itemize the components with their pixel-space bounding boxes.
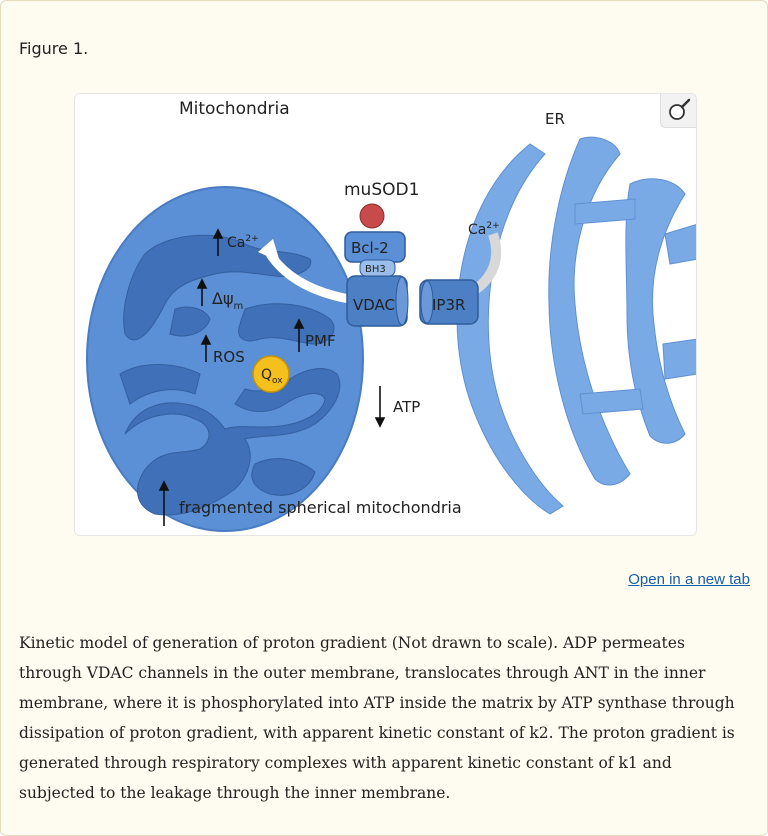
label-ca-er: Ca2+ xyxy=(468,221,500,238)
label-musod1: muSOD1 xyxy=(344,180,419,200)
bh3-box xyxy=(359,259,396,277)
label-atp: ATP xyxy=(393,398,420,416)
label-bh3: BH3 xyxy=(365,264,386,275)
label-vdac: VDAC xyxy=(353,296,395,314)
label-bcl2: Bcl-2 xyxy=(351,239,389,257)
figure-image[interactable]: Mitochondria ER muSOD1 Bcl-2 BH3 VDAC IP… xyxy=(74,93,697,536)
er-network xyxy=(456,136,696,515)
label-ca-mito: Ca2+ xyxy=(227,234,259,251)
magnifier-icon xyxy=(669,98,691,120)
figure-caption: Kinetic model of generation of proton gr… xyxy=(19,634,735,802)
up-arrows xyxy=(158,228,386,526)
figure-title: Figure 1. xyxy=(19,39,89,58)
diagram-svg: Mitochondria ER muSOD1 Bcl-2 BH3 VDAC IP… xyxy=(86,99,696,532)
qox-circle xyxy=(252,355,290,393)
label-ip3r: IP3R xyxy=(432,296,465,314)
label-pmf: PMF xyxy=(305,332,336,350)
label-delta-psi: Δψm xyxy=(212,289,243,312)
musod1-circle xyxy=(359,203,385,229)
label-mitochondria: Mitochondria xyxy=(179,99,290,119)
ip3r-channel xyxy=(419,279,479,325)
zoom-button[interactable] xyxy=(660,94,696,128)
vdac-channel xyxy=(346,275,409,327)
label-qox: Qox xyxy=(261,367,283,386)
label-er: ER xyxy=(545,110,565,128)
open-in-new-tab-link[interactable]: Open in a new tab xyxy=(628,571,750,588)
label-ros: ROS xyxy=(213,348,245,366)
label-fragmented: fragmented spherical mitochondria xyxy=(179,498,462,517)
mitochondrion-cristae xyxy=(119,234,341,516)
